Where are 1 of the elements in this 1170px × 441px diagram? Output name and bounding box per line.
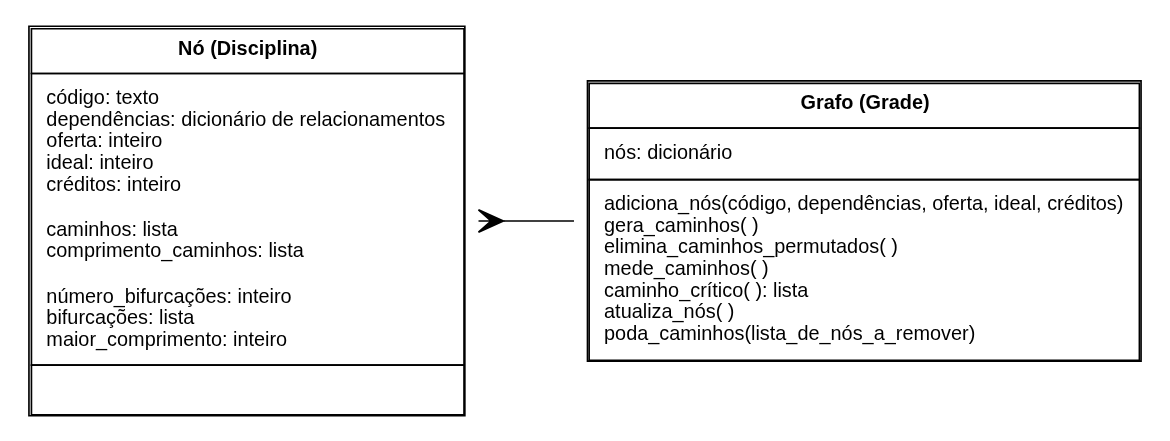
connector	[477, 208, 575, 233]
